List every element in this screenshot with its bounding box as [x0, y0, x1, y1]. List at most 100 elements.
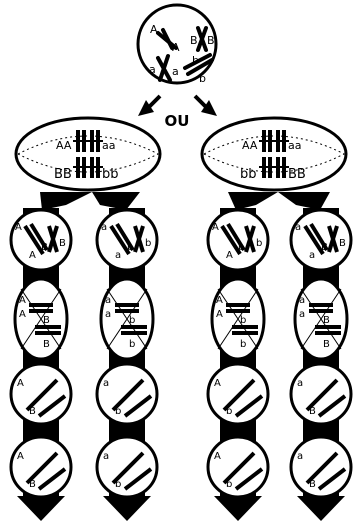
chromosome — [244, 225, 256, 253]
split-funnel-left — [40, 192, 92, 210]
spindle — [126, 288, 148, 350]
gene-label: a — [115, 250, 121, 261]
chromosome — [111, 451, 145, 485]
parent-label-B2: B — [207, 34, 215, 47]
metaphase1-left-cell: AA aa BB bb — [14, 116, 162, 192]
gene-label: B — [309, 406, 316, 417]
cell-4-3: aB — [289, 362, 353, 426]
cell-4-4: aB — [289, 435, 353, 499]
gene-label: b — [115, 406, 121, 417]
chromosome — [222, 378, 256, 412]
parent-label-A2: A — [172, 41, 180, 54]
chromosome — [25, 451, 59, 485]
chromosome — [222, 451, 256, 485]
gene-label: B — [43, 339, 50, 350]
parent-label-a1: a — [149, 63, 156, 76]
gene-label: a — [299, 295, 305, 306]
spindle — [237, 288, 259, 350]
gene-label: B — [59, 238, 66, 249]
split-funnel-right-2 — [278, 192, 330, 210]
gene-label: a — [103, 378, 109, 389]
gene-label: A — [216, 295, 223, 306]
gene-label: A — [216, 309, 223, 320]
column-arrowhead — [103, 496, 151, 521]
split-funnel-right — [228, 192, 278, 210]
cell-2-4: ab — [95, 435, 159, 499]
gene-label: B — [321, 242, 328, 253]
or-label: OU — [165, 112, 190, 130]
gene-label: A — [15, 222, 22, 233]
spindle — [40, 288, 62, 350]
column-arrowhead — [297, 496, 345, 521]
gene-label: B — [29, 479, 36, 490]
gene-label: b — [226, 406, 232, 417]
chromosome — [327, 225, 339, 253]
gene-label: B — [323, 339, 330, 350]
parent-label-b1: b — [192, 54, 199, 67]
m1-left-bb: bb — [102, 167, 119, 182]
gene-label: A — [19, 309, 26, 320]
gene-label: b — [129, 339, 135, 350]
gene-label: A — [17, 451, 24, 462]
m1-left-aa: aa — [102, 139, 115, 152]
chromosome — [109, 224, 131, 256]
gene-label: a — [297, 378, 303, 389]
branch-arrows — [138, 94, 217, 116]
chromosome — [317, 394, 347, 418]
chromosome — [23, 224, 45, 256]
column-arrowhead — [214, 496, 262, 521]
chromosome — [303, 224, 325, 256]
gene-label: b — [240, 339, 246, 350]
gene-label: A — [19, 295, 26, 306]
gene-label: A — [214, 378, 221, 389]
cell-2-3: ab — [95, 362, 159, 426]
cell-1-3: AB — [9, 362, 73, 426]
chromosome — [123, 467, 153, 491]
gene-label: b — [238, 242, 244, 253]
gene-label: a — [297, 451, 303, 462]
gene-label: A — [226, 250, 233, 261]
chromosome — [123, 394, 153, 418]
cell-1-2: AA B B — [13, 277, 69, 361]
gene-label: a — [103, 451, 109, 462]
gene-label: b — [256, 238, 262, 249]
gene-label: a — [105, 295, 111, 306]
chromosome — [115, 222, 135, 252]
parent-label-B1: B — [190, 34, 198, 47]
gene-label: b — [145, 238, 151, 249]
chromosome — [305, 378, 339, 412]
spindle — [320, 288, 342, 350]
gene-label: a — [295, 222, 301, 233]
cell-3-4: Ab — [206, 435, 270, 499]
m1-right-aa: aa — [288, 139, 301, 152]
gene-label: a — [101, 222, 107, 233]
metaphase1-right-cell: AA aa bb BB — [200, 116, 348, 192]
column-arrowhead — [17, 496, 65, 521]
parent-cell: A A B B a a b b — [136, 3, 218, 85]
chromosome — [234, 394, 264, 418]
cell-3-3: Ab — [206, 362, 270, 426]
gene-label: a — [309, 250, 315, 261]
chromosome — [25, 378, 59, 412]
gene-label: b — [226, 479, 232, 490]
gene-label: B — [339, 238, 346, 249]
gene-label: b — [115, 479, 121, 490]
gene-label: B — [29, 406, 36, 417]
gene-label: b — [127, 242, 133, 253]
m1-left-AA: AA — [56, 139, 72, 152]
parent-label-a2: a — [172, 65, 179, 78]
chromosome — [111, 378, 145, 412]
m1-left-BB: BB — [54, 167, 72, 182]
chromosome — [37, 394, 67, 418]
gene-label: B — [43, 315, 50, 326]
chromosome — [220, 224, 242, 256]
gene-label: B — [41, 242, 48, 253]
